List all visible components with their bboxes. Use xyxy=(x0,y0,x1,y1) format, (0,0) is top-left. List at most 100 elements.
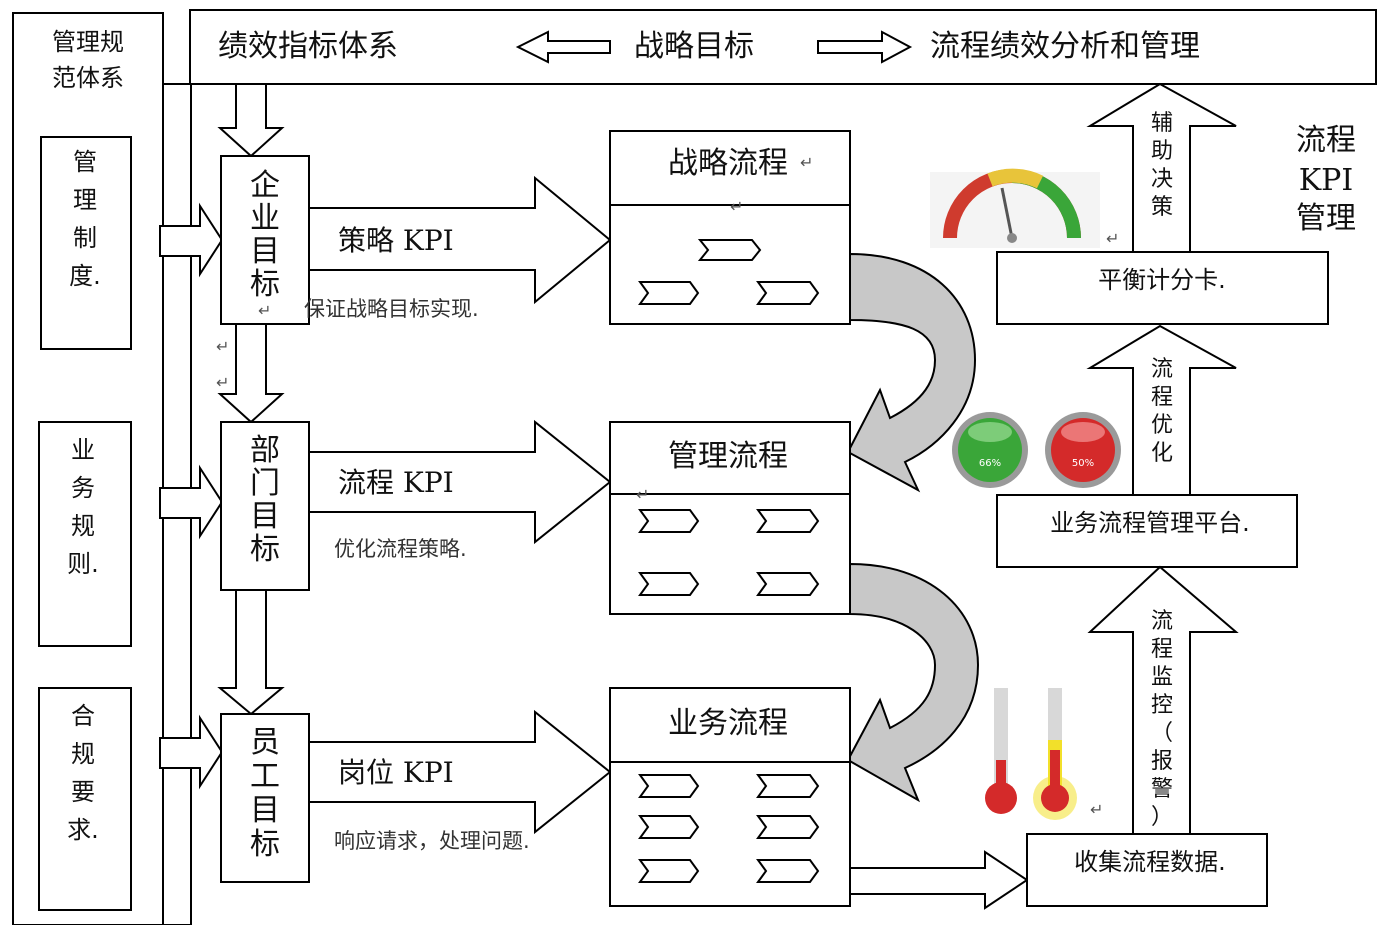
svg-text:流: 流 xyxy=(1151,609,1173,634)
svg-text:助: 助 xyxy=(1151,139,1173,164)
svg-text:报: 报 xyxy=(1151,749,1173,774)
left-item-char: 合 xyxy=(71,702,95,730)
kpi-arrow-position xyxy=(308,709,612,835)
process-title: 业务流程 xyxy=(668,706,788,741)
chevron-icon xyxy=(756,281,820,305)
collect-process-data-label: 收集流程数据. xyxy=(1074,848,1226,876)
bpm-platform-box xyxy=(996,494,1298,568)
svg-text:监: 监 xyxy=(1151,665,1173,690)
left-item-char: 规 xyxy=(71,512,95,540)
left-item-management-rules: 管 理 制 度. xyxy=(40,136,132,350)
kpi-arrow-caption: 优化流程策略. xyxy=(334,537,467,561)
chevron-icon xyxy=(638,572,700,596)
down-arrow-icon xyxy=(217,323,285,424)
goal-char: 目 xyxy=(250,234,280,269)
svg-text:↵: ↵ xyxy=(258,301,271,320)
chevron-icon xyxy=(638,815,700,839)
thermometer-red-icon xyxy=(985,688,1017,814)
balanced-scorecard-box xyxy=(996,251,1329,325)
svg-text:（: （ xyxy=(1151,721,1173,746)
red-status-gauge-icon: 50% xyxy=(1045,412,1121,488)
goal-char: 企 xyxy=(250,168,280,203)
header-bar xyxy=(189,9,1377,85)
green-status-gauge-icon: 66% xyxy=(952,412,1028,488)
svg-text:优: 优 xyxy=(1151,413,1173,438)
svg-text:↵: ↵ xyxy=(1090,800,1103,819)
header-right-label: 流程绩效分析和管理 xyxy=(930,29,1200,64)
process-title: 管理流程 xyxy=(668,439,788,474)
svg-text:辅: 辅 xyxy=(1151,111,1173,136)
svg-text:↵: ↵ xyxy=(636,485,649,504)
goal-char: 标 xyxy=(250,267,280,302)
chevron-icon xyxy=(756,774,820,798)
left-item-char: 业 xyxy=(71,436,95,464)
left-item-char: 管 xyxy=(73,148,97,176)
left-item-char: 度. xyxy=(69,262,101,290)
right-arrow-icon xyxy=(849,850,1029,910)
collect-process-data-box xyxy=(1026,833,1268,907)
goal-box-employee: 员 工 目 标 xyxy=(220,713,310,883)
up-arrow-process-monitoring xyxy=(1087,565,1239,835)
goal-char: 员 xyxy=(250,725,280,760)
kpi-arrow-process xyxy=(308,419,612,545)
goal-char: 部 xyxy=(250,433,280,468)
left-item-business-rules: 业 务 规 则. xyxy=(38,421,132,647)
balanced-scorecard-label: 平衡计分卡. xyxy=(1098,266,1226,294)
curved-arrow-down-icon xyxy=(846,252,977,493)
left-item-char: 理 xyxy=(73,186,97,214)
chevron-icon xyxy=(756,509,820,533)
process-box-business: 业务流程 xyxy=(609,687,851,907)
double-arrow-left-icon xyxy=(515,30,611,64)
kpi-arrow-caption: 保证战略目标实现. xyxy=(304,297,479,321)
down-arrow-icon xyxy=(217,83,285,158)
svg-text:化: 化 xyxy=(1151,441,1173,466)
chevron-icon xyxy=(756,572,820,596)
left-item-char: 务 xyxy=(71,474,95,502)
thermometer-yellow-icon xyxy=(1033,688,1077,820)
svg-text:控: 控 xyxy=(1151,693,1173,718)
up-arrow-process-optimization xyxy=(1086,324,1237,496)
double-arrow-right-icon xyxy=(817,30,913,64)
right-arrow-icon xyxy=(159,202,224,278)
kpi-arrow-label: 流程 KPI xyxy=(338,466,454,499)
goal-char: 标 xyxy=(250,827,280,862)
header-left-label: 绩效指标体系 xyxy=(218,29,398,64)
left-item-char: 则. xyxy=(67,550,99,578)
process-box-strategy: 战略流程 xyxy=(609,130,851,325)
management-system-title-line1: 管理规 xyxy=(52,28,124,56)
svg-text:↵: ↵ xyxy=(730,197,743,216)
chevron-icon xyxy=(638,509,700,533)
svg-text:↵: ↵ xyxy=(216,373,229,392)
kpi-arrow-label: 策略 KPI xyxy=(338,224,454,257)
red-gauge-value: 50% xyxy=(1072,458,1094,469)
left-item-char: 求. xyxy=(67,816,99,844)
svg-text:KPI: KPI xyxy=(1299,163,1353,198)
chevron-icon xyxy=(638,859,700,883)
svg-text:管理: 管理 xyxy=(1296,201,1356,236)
goal-char: 工 xyxy=(250,759,280,794)
left-item-char: 要 xyxy=(71,778,95,806)
process-title: 战略流程 xyxy=(668,146,788,181)
decision-support-label: 辅 助 决 策 xyxy=(1151,111,1173,220)
chevron-icon xyxy=(756,859,820,883)
svg-text:决: 决 xyxy=(1151,167,1173,192)
chevron-icon xyxy=(756,815,820,839)
goal-char: 业 xyxy=(250,201,280,236)
goal-box-department: 部 门 目 标 xyxy=(220,421,310,591)
kpi-arrow-caption: 响应请求，处理问题. xyxy=(334,829,530,853)
svg-text:↵: ↵ xyxy=(216,337,229,356)
left-item-char: 规 xyxy=(71,740,95,768)
svg-text:）: ） xyxy=(1151,805,1173,830)
svg-text:↵: ↵ xyxy=(800,153,813,172)
svg-text:策: 策 xyxy=(1151,195,1173,220)
right-arrow-icon xyxy=(159,464,224,540)
green-gauge-value: 66% xyxy=(979,458,1001,469)
svg-text:程: 程 xyxy=(1151,385,1173,410)
curved-arrow-down-icon xyxy=(846,562,980,803)
process-box-management: 管理流程 xyxy=(609,421,851,615)
process-optimization-label: 流 程 优 化 xyxy=(1151,357,1173,466)
svg-text:警: 警 xyxy=(1151,777,1173,802)
svg-text:流程: 流程 xyxy=(1296,123,1356,158)
svg-text:流: 流 xyxy=(1151,357,1173,382)
